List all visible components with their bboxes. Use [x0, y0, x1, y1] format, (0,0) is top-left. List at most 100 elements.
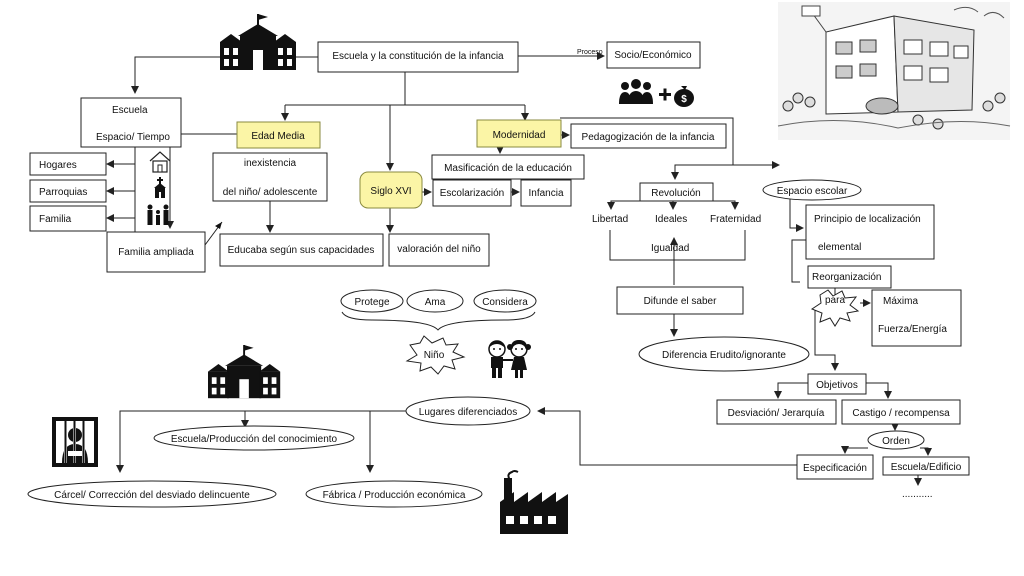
para-burst: para — [810, 289, 860, 327]
title-node: Escuela y la constitución de la infancia — [317, 41, 519, 73]
lugares-node: Lugares diferenciados — [405, 396, 531, 426]
siglo-xvi-text: Siglo XVI — [370, 186, 411, 197]
cartoon-illustration — [777, 2, 1011, 140]
factory-icon — [500, 470, 568, 534]
modernidad-node: Modernidad — [476, 119, 562, 148]
espacio-escolar-text: Espacio escolar — [777, 186, 848, 197]
infancia-node: Infancia — [520, 179, 572, 207]
socio-node: Socio/Económico — [606, 41, 701, 69]
fabrica-node: Fábrica / Producción económica — [305, 480, 483, 508]
protege-text: Protege — [354, 297, 389, 308]
maxima-node: Máxima Fuerza/Energía — [871, 289, 962, 347]
espacio-escolar-node: Espacio escolar — [762, 179, 862, 201]
valoracion-node: valoración del niño — [388, 233, 490, 267]
maxima-text: Máxima — [883, 296, 918, 307]
desviacion-node: Desviación/ Jerarquía — [716, 399, 837, 425]
familia-ampliada-node: Familia ampliada — [106, 231, 206, 273]
infancia-text: Infancia — [528, 188, 563, 199]
fraternidad-text: Fraternidad — [710, 214, 761, 225]
hogares-node: Hogares — [29, 152, 107, 176]
valoracion-text: valoración del niño — [397, 244, 481, 255]
school-icon — [220, 14, 296, 70]
lugares-text: Lugares diferenciados — [419, 407, 517, 418]
protege-node: Protege — [340, 289, 404, 313]
escolarizacion-node: Escolarización — [432, 179, 512, 207]
hogares-text: Hogares — [39, 160, 77, 171]
church-icon — [154, 177, 166, 198]
familia-ampliada-text: Familia ampliada — [118, 247, 194, 258]
diferencia-text: Diferencia Erudito/ignorante — [662, 350, 786, 361]
especificacion-node: Especificación — [796, 454, 874, 480]
pedagogizacion-node: Pedagogización de la infancia — [570, 123, 727, 149]
desviacion-text: Desviación/ Jerarquía — [728, 408, 825, 419]
familia-node: Familia — [29, 205, 107, 232]
considera-text: Considera — [482, 297, 528, 308]
parroquias-text: Parroquias — [39, 187, 87, 198]
svg-text:$: $ — [681, 94, 687, 105]
house-icon — [149, 151, 171, 173]
revolucion-node: Revolución — [639, 182, 714, 202]
considera-node: Considera — [473, 289, 537, 313]
pedagogizacion-text: Pedagogización de la infancia — [582, 132, 715, 143]
carcel-node: Cárcel/ Corrección del desviado delincue… — [27, 480, 277, 508]
revolucion-text: Revolución — [651, 188, 700, 199]
escuela-edificio-text: Escuela/Edificio — [891, 462, 962, 473]
libertad-text: Libertad — [592, 214, 628, 225]
inexistencia-text: inexistencia — [244, 158, 297, 169]
masificacion-node: Masificación de la educación — [431, 154, 585, 180]
dots-text: ........... — [902, 489, 933, 500]
family-icon — [147, 204, 169, 225]
title-text: Escuela y la constitución de la infancia — [332, 51, 504, 62]
igualdad-text: Igualdad — [651, 243, 689, 254]
escuela-produccion-text: Escuela/Producción del conocimiento — [171, 434, 338, 445]
escolarizacion-text: Escolarización — [440, 188, 504, 199]
objetivos-node: Objetivos — [807, 373, 867, 395]
para-text: para — [825, 295, 845, 306]
difunde-node: Difunde el saber — [616, 286, 744, 315]
school-icon-2 — [208, 345, 281, 399]
parroquias-node: Parroquias — [29, 179, 107, 203]
edad-media-text: Edad Media — [251, 131, 305, 142]
espacio-tiempo-text: Espacio/ Tiempo — [96, 132, 170, 143]
proceso-label: Proceso — [577, 49, 603, 56]
objetivos-text: Objetivos — [816, 380, 858, 391]
familia-text: Familia — [39, 214, 72, 225]
educaba-text: Educaba según sus capacidades — [228, 245, 375, 256]
children-icon — [488, 340, 531, 378]
nino-burst: Niño — [405, 335, 466, 375]
edad-media-node: Edad Media — [236, 121, 321, 149]
escuela-node: Escuela Espacio/ Tiempo — [80, 97, 182, 148]
escuela-produccion-node: Escuela/Producción del conocimiento — [153, 425, 355, 451]
connectors — [106, 52, 932, 486]
masificacion-text: Masificación de la educación — [444, 163, 572, 174]
carcel-text: Cárcel/ Corrección del desviado delincue… — [54, 490, 250, 501]
ama-node: Ama — [406, 289, 464, 313]
fabrica-text: Fábrica / Producción económica — [323, 490, 466, 501]
del-nino-text: del niño/ adolescente — [223, 187, 318, 198]
ideales-text: Ideales — [655, 214, 687, 225]
orden-node: Orden — [867, 430, 925, 450]
diferencia-node: Diferencia Erudito/ignorante — [638, 336, 810, 372]
especificacion-text: Especificación — [803, 463, 867, 474]
people-money-icon: $ — [619, 79, 694, 107]
principio-text: Principio de localización — [814, 214, 921, 225]
castigo-node: Castigo / recompensa — [841, 399, 961, 425]
educaba-node: Educaba según sus capacidades — [219, 233, 384, 267]
principio-node: Principio de localización elemental — [805, 204, 935, 260]
reorganizacion-text: Reorganización — [812, 272, 882, 283]
escuela-text: Escuela — [112, 105, 148, 116]
fuerza-text: Fuerza/Energía — [878, 324, 947, 335]
ama-text: Ama — [425, 297, 446, 308]
prison-icon — [52, 417, 98, 467]
elemental-text: elemental — [818, 242, 861, 253]
inexistencia-node: inexistencia del niño/ adolescente — [212, 152, 328, 202]
escuela-edificio-node: Escuela/Edificio — [882, 456, 970, 476]
nino-text: Niño — [424, 350, 445, 361]
reorganizacion-node: Reorganización — [807, 265, 892, 289]
difunde-text: Difunde el saber — [644, 296, 717, 307]
siglo-xvi-node: Siglo XVI — [359, 171, 423, 209]
castigo-text: Castigo / recompensa — [852, 408, 950, 419]
socio-text: Socio/Económico — [614, 50, 692, 61]
modernidad-text: Modernidad — [493, 130, 546, 141]
